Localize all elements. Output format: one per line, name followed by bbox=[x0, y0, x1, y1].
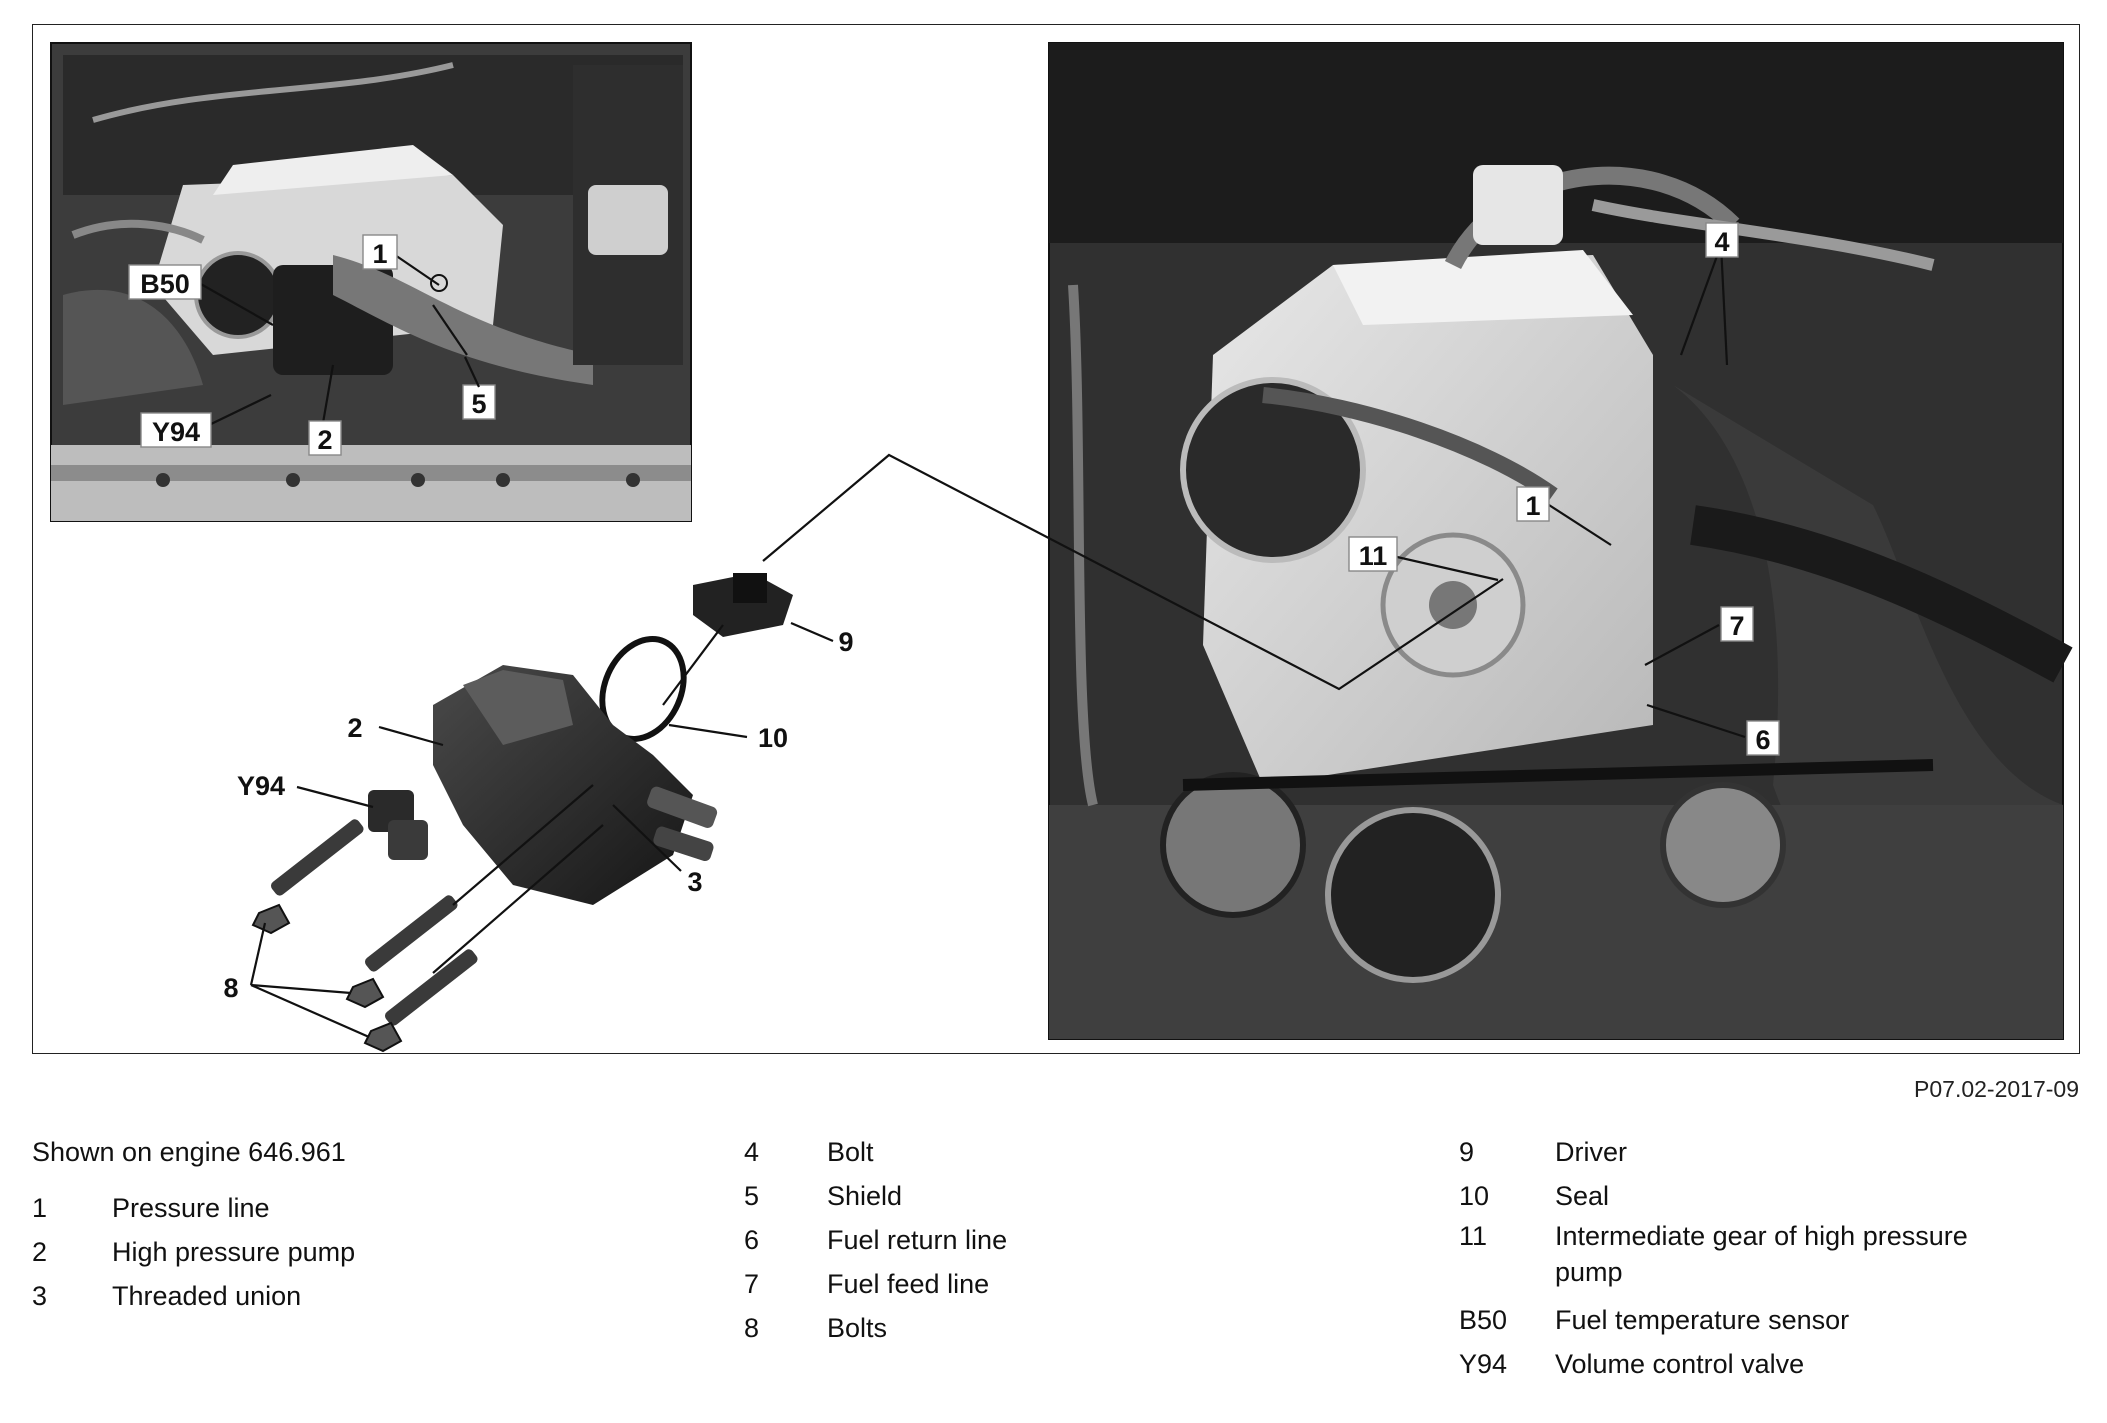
callout-b50: B50 bbox=[140, 269, 190, 299]
legend-item: 1 Pressure line bbox=[32, 1186, 592, 1230]
callout-2-overview: 2 bbox=[317, 425, 332, 455]
legend-label: Bolt bbox=[827, 1137, 874, 1167]
connector-line bbox=[762, 453, 1504, 691]
legend-item: 5 Shield bbox=[744, 1174, 1344, 1218]
legend-item: 3 Threaded union bbox=[32, 1274, 592, 1318]
legend-key: 2 bbox=[32, 1237, 48, 1267]
bolt-upper bbox=[251, 819, 364, 935]
bolt-lower bbox=[363, 949, 478, 1053]
callout-5: 5 bbox=[471, 389, 486, 419]
legend-item: 9 Driver bbox=[1459, 1130, 2059, 1174]
callout-10: 10 bbox=[758, 723, 788, 753]
legend-key: 6 bbox=[744, 1225, 760, 1255]
legend-item: 10 Seal bbox=[1459, 1174, 2059, 1218]
legend-key: 5 bbox=[744, 1181, 760, 1211]
figure-code: P07.02-2017-09 bbox=[1914, 1076, 2079, 1102]
overview-callouts: 1 B50 5 2 Y94 bbox=[128, 234, 496, 456]
callout-1-overview: 1 bbox=[372, 239, 387, 269]
legend-label: Shield bbox=[827, 1181, 903, 1211]
legend-key: 1 bbox=[32, 1193, 48, 1223]
legend-key: 7 bbox=[744, 1269, 760, 1299]
callout-y94-exploded: Y94 bbox=[237, 771, 285, 801]
legend-column-1: Shown on engine 646.961 1 Pressure line 2… bbox=[32, 1130, 592, 1318]
figure-frame: 1 B50 5 2 Y94 bbox=[32, 24, 2080, 1054]
legend-column-2: 4 Bolt 5 Shield 6 Fuel return line 7 Fuel fe… bbox=[744, 1130, 1344, 1350]
callout-6: 6 bbox=[1755, 725, 1770, 755]
callout-11: 11 bbox=[1359, 541, 1388, 571]
legend-key: 9 bbox=[1459, 1137, 1475, 1167]
legend-caption: Shown on engine 646.961 bbox=[32, 1137, 346, 1167]
legend-item: 2 High pressure pump bbox=[32, 1230, 592, 1274]
legend-label: Volume control valve bbox=[1555, 1349, 1805, 1379]
callout-4: 4 bbox=[1714, 227, 1729, 257]
legend-label: Fuel return line bbox=[827, 1225, 1008, 1255]
callout-9: 9 bbox=[838, 627, 853, 657]
legend-label: Bolts bbox=[827, 1313, 888, 1343]
legend-key: B50 bbox=[1459, 1305, 1508, 1335]
legend-label: Fuel feed line bbox=[827, 1269, 990, 1299]
legend-key: 10 bbox=[1459, 1181, 1490, 1211]
legend-label: Pressure line bbox=[112, 1193, 270, 1223]
callout-2-exploded: 2 bbox=[347, 713, 362, 743]
legend-label: Threaded union bbox=[112, 1281, 302, 1311]
legend-item: 6 Fuel return line bbox=[744, 1218, 1344, 1262]
legend-column-3: 9 Driver 10 Seal 11 Intermediate gear of hi… bbox=[1459, 1130, 2059, 1386]
legend-key: 11 bbox=[1459, 1221, 1488, 1251]
legend-key: 8 bbox=[744, 1313, 760, 1343]
callout-3: 3 bbox=[687, 867, 702, 897]
callout-1-detail: 1 bbox=[1525, 491, 1540, 521]
legend-label: High pressure pump bbox=[112, 1237, 356, 1267]
legend-item: Y94 Volume control valve bbox=[1459, 1342, 2059, 1386]
legend-item: 11 Intermediate gear of high pressure pum… bbox=[1459, 1218, 2059, 1298]
legend-label: Seal bbox=[1555, 1181, 1610, 1211]
detail-callouts: 4 1 11 7 6 bbox=[1348, 222, 1780, 756]
exploded-parts: 9 10 2 Y94 bbox=[223, 573, 854, 1053]
legend-label: Fuel temperature sensor bbox=[1555, 1305, 1850, 1335]
legend-item: 4 Bolt bbox=[744, 1130, 1344, 1174]
exploded-view-figure: 1 B50 5 2 Y94 bbox=[50, 42, 2073, 1053]
legend-item: B50 Fuel temperature sensor bbox=[1459, 1298, 2059, 1342]
legend-label: Driver bbox=[1555, 1137, 1627, 1167]
legend-key: 4 bbox=[744, 1137, 760, 1167]
legend-label: Intermediate gear of high pressure pump bbox=[1555, 1221, 1968, 1287]
legend-key: Y94 bbox=[1459, 1349, 1508, 1379]
callout-7: 7 bbox=[1729, 611, 1744, 641]
legend-item: 8 Bolts bbox=[744, 1306, 1344, 1350]
legend-key: 3 bbox=[32, 1281, 48, 1311]
legend-item: 7 Fuel feed line bbox=[744, 1262, 1344, 1306]
engine-photo-overview bbox=[50, 42, 692, 522]
callout-8: 8 bbox=[223, 973, 238, 1003]
engine-photo-detail bbox=[1048, 42, 2073, 1040]
bolt-middle bbox=[345, 895, 458, 1009]
callout-y94-overview: Y94 bbox=[152, 417, 200, 447]
